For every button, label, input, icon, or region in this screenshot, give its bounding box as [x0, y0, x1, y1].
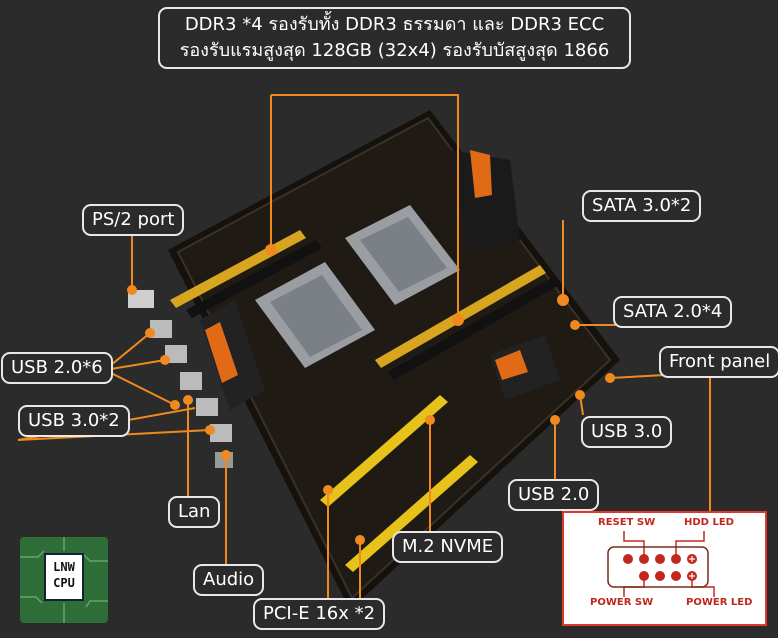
- usb30-label: USB 3.0: [581, 416, 673, 448]
- logo-box: LNW CPU: [44, 553, 84, 601]
- pcie-label: PCI-E 16x *2: [253, 598, 386, 630]
- reset-sw-text: RESET SW: [598, 517, 656, 528]
- logo-line1: LNW: [53, 560, 75, 574]
- usb20-label: USB 2.0: [508, 479, 600, 511]
- lan-label: Lan: [168, 496, 221, 528]
- circuit-pattern: [20, 537, 108, 623]
- audio-label: Audio: [193, 564, 265, 596]
- power-led-text: POWER LED: [686, 597, 753, 608]
- hdd-led-text: HDD LED: [684, 517, 734, 528]
- sata2-label: SATA 2.0*4: [613, 296, 733, 328]
- ddr3-label-line2: รองรับแรมสูงสุด 128GB (32x4) รองรับบัสสู…: [179, 40, 610, 61]
- power-sw-text: POWER SW: [590, 597, 654, 608]
- lnwcpu-logo: LNW CPU: [20, 537, 108, 623]
- sata3-label: SATA 3.0*2: [582, 190, 702, 222]
- usb30x2-label: USB 3.0*2: [18, 405, 130, 437]
- ps2-port-label: PS/2 port: [82, 204, 185, 236]
- logo-line2: CPU: [53, 576, 75, 590]
- usb20x6-label: USB 2.0*6: [1, 352, 113, 384]
- front-panel-label: Front panel: [659, 346, 778, 378]
- ddr3-label: DDR3 *4 รองรับทั้ง DDR3 ธรรมดา และ DDR3 …: [158, 7, 631, 69]
- header-pins: [607, 531, 715, 597]
- ddr3-label-line1: DDR3 *4 รองรับทั้ง DDR3 ธรรมดา และ DDR3 …: [184, 14, 605, 35]
- m2-nvme-label: M.2 NVME: [392, 531, 504, 563]
- front-panel-diagram: RESET SW HDD LED POWER SW POWER LED: [562, 511, 767, 626]
